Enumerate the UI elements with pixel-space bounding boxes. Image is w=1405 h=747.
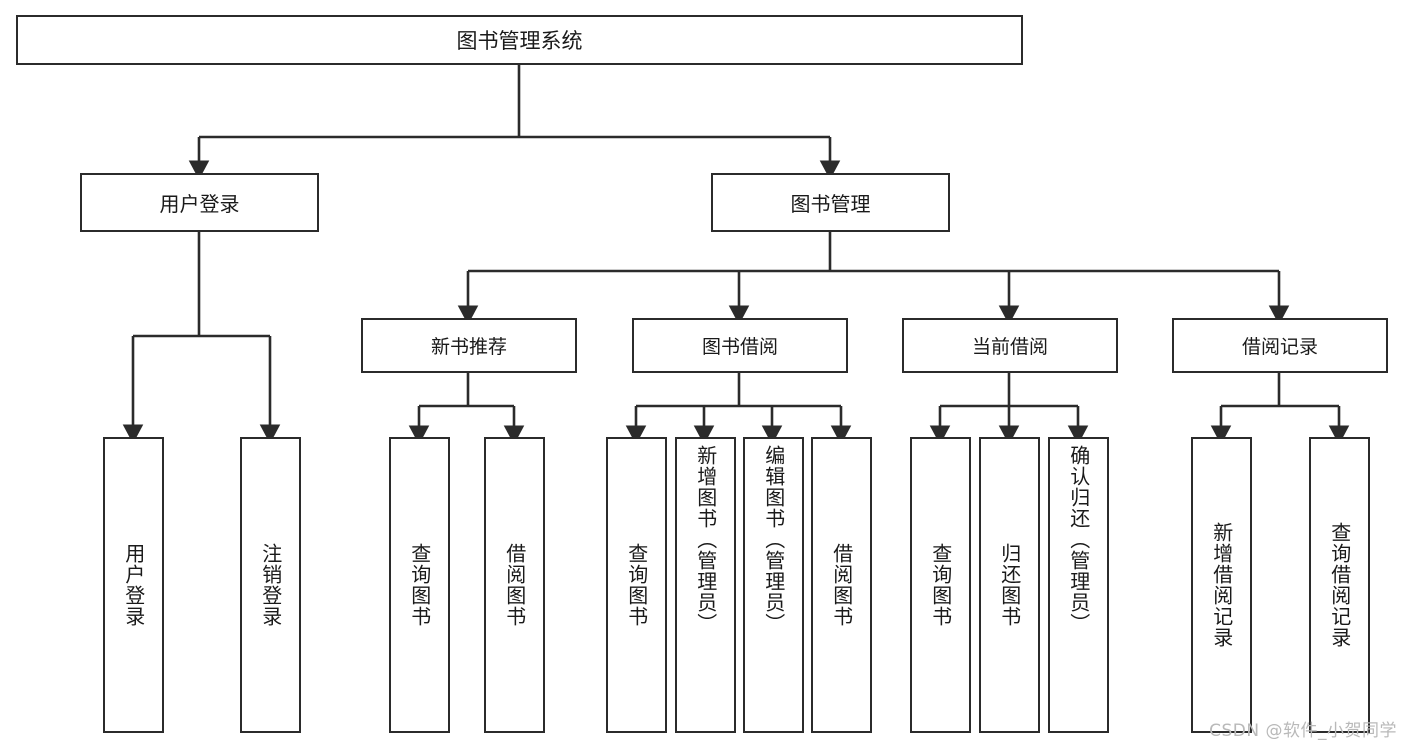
leaf-confirm-return-admin-label: 确认归还（管理员） (1066, 445, 1091, 634)
leaf-borrow-book-label: 借阅图书 (829, 543, 854, 627)
node-user-login-label: 用户登录 (159, 192, 240, 216)
leaf-logout-label: 注销登录 (258, 543, 283, 627)
leaf-borrow-query-book[interactable]: 查询图书 (606, 437, 667, 733)
leaf-edit-book-admin-label: 编辑图书（管理员） (761, 445, 786, 634)
leaf-user-login[interactable]: 用户登录 (103, 437, 164, 733)
leaf-new-book-query-label: 查询图书 (407, 543, 432, 627)
node-book-borrow[interactable]: 图书借阅 (632, 318, 848, 373)
leaf-borrow-query-book-label: 查询图书 (624, 543, 649, 627)
leaf-add-borrow-record[interactable]: 新增借阅记录 (1191, 437, 1252, 733)
node-borrow-record[interactable]: 借阅记录 (1172, 318, 1388, 373)
node-root-label: 图书管理系统 (456, 29, 583, 53)
leaf-return-book[interactable]: 归还图书 (979, 437, 1040, 733)
node-book-manage-label: 图书管理 (790, 192, 871, 216)
node-book-manage[interactable]: 图书管理 (711, 173, 950, 232)
leaf-current-query-book[interactable]: 查询图书 (910, 437, 971, 733)
node-root[interactable]: 图书管理系统 (16, 15, 1023, 65)
leaf-new-book-borrow-label: 借阅图书 (502, 543, 527, 627)
node-borrow-record-label: 借阅记录 (1241, 336, 1318, 358)
leaf-current-query-book-label: 查询图书 (928, 543, 953, 627)
watermark: CSDN @软件_小贺同学 (1209, 721, 1397, 741)
leaf-edit-book-admin[interactable]: 编辑图书（管理员） (743, 437, 804, 733)
leaf-borrow-book[interactable]: 借阅图书 (811, 437, 872, 733)
leaf-query-borrow-record-label: 查询借阅记录 (1327, 522, 1352, 648)
leaf-add-borrow-record-label: 新增借阅记录 (1209, 522, 1234, 648)
leaf-return-book-label: 归还图书 (997, 543, 1022, 627)
node-new-book-recommend[interactable]: 新书推荐 (361, 318, 577, 373)
leaf-confirm-return-admin[interactable]: 确认归还（管理员） (1048, 437, 1109, 733)
leaf-new-book-borrow[interactable]: 借阅图书 (484, 437, 545, 733)
node-new-book-recommend-label: 新书推荐 (430, 336, 507, 358)
node-book-borrow-label: 图书借阅 (701, 336, 778, 358)
node-current-borrow-label: 当前借阅 (971, 336, 1048, 358)
leaf-add-book-admin[interactable]: 新增图书（管理员） (675, 437, 736, 733)
node-user-login[interactable]: 用户登录 (80, 173, 319, 232)
leaf-add-book-admin-label: 新增图书（管理员） (693, 445, 718, 634)
leaf-new-book-query[interactable]: 查询图书 (389, 437, 450, 733)
leaf-logout[interactable]: 注销登录 (240, 437, 301, 733)
node-current-borrow[interactable]: 当前借阅 (902, 318, 1118, 373)
leaf-query-borrow-record[interactable]: 查询借阅记录 (1309, 437, 1370, 733)
leaf-user-login-label: 用户登录 (121, 543, 146, 627)
